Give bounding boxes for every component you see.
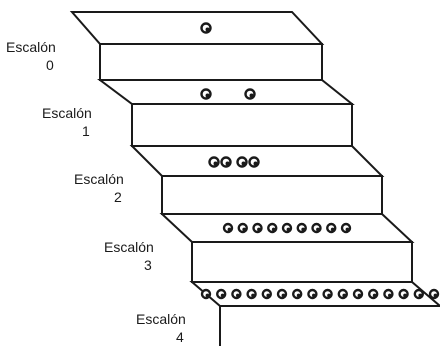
electron-icon: [400, 290, 408, 298]
electron-icon-core: [331, 228, 335, 232]
step-label-4-number: 4: [136, 328, 186, 346]
electron-icon: [202, 24, 211, 33]
electron-icon: [339, 290, 347, 298]
electron-icon-core: [242, 162, 246, 166]
electron-icon: [324, 290, 332, 298]
electron-icon-core: [206, 294, 210, 298]
electron-icon-core: [282, 294, 286, 298]
electron-icon: [238, 158, 247, 167]
step-label-3: Escalón 3: [104, 238, 154, 274]
electron-icon-core: [254, 162, 258, 166]
electron-icon: [210, 158, 219, 167]
electron-icon-core: [358, 294, 362, 298]
electron-icon: [293, 290, 301, 298]
electron-icon: [222, 158, 231, 167]
step-0-tread: [72, 12, 322, 44]
step-2-riser: [162, 176, 382, 214]
electron-icon: [342, 224, 350, 232]
electron-icon-core: [206, 28, 210, 32]
electron-icon-core: [346, 228, 350, 232]
step-label-3-number: 3: [104, 256, 154, 274]
electron-icon: [369, 290, 377, 298]
step-3-riser: [192, 242, 412, 282]
electron-icon: [224, 224, 232, 232]
electron-icon-core: [250, 94, 254, 98]
electron-icon-core: [327, 294, 331, 298]
step-label-4: Escalón 4: [136, 310, 186, 346]
electron-icon: [415, 290, 423, 298]
electron-icon-core: [214, 162, 218, 166]
electron-icon-core: [251, 294, 255, 298]
electron-icon-core: [388, 294, 392, 298]
electron-icon-core: [226, 162, 230, 166]
step-label-2-name: Escalón: [74, 170, 124, 188]
electron-icon-core: [312, 294, 316, 298]
electron-icon-core: [266, 294, 270, 298]
electron-icon-core: [297, 294, 301, 298]
electron-icon-core: [316, 228, 320, 232]
electron-icon-core: [287, 228, 291, 232]
step-label-1-number: 1: [42, 122, 92, 140]
electron-icon: [202, 290, 210, 298]
electron-icon: [354, 290, 362, 298]
step-label-1-name: Escalón: [42, 104, 92, 122]
electron-icon: [283, 224, 291, 232]
electron-icon-core: [257, 228, 261, 232]
electron-icon: [246, 90, 255, 99]
electron-icon-core: [206, 94, 210, 98]
step-1-tread: [100, 80, 352, 104]
electron-icon-core: [272, 228, 276, 232]
step-label-3-name: Escalón: [104, 238, 154, 256]
electron-icon: [278, 290, 286, 298]
electron-icon: [232, 290, 240, 298]
electron-icon: [239, 224, 247, 232]
electron-icon: [298, 224, 306, 232]
electron-icon-core: [418, 294, 422, 298]
electron-icon: [313, 224, 321, 232]
electron-icon-core: [434, 294, 438, 298]
electron-icon: [217, 290, 225, 298]
step-1-riser: [132, 104, 352, 146]
electron-icon-core: [242, 228, 246, 232]
electron-icon-core: [342, 294, 346, 298]
electron-icon-core: [221, 294, 225, 298]
electron-icon: [384, 290, 392, 298]
electron-icon-core: [301, 228, 305, 232]
step-label-2: Escalón 2: [74, 170, 124, 206]
electron-icon-core: [403, 294, 407, 298]
step-label-0: Escalón 0: [6, 38, 56, 74]
electron-icon: [308, 290, 316, 298]
electron-icon: [327, 224, 335, 232]
electron-icon-core: [228, 228, 232, 232]
step-0-riser: [100, 44, 322, 80]
step-label-0-name: Escalón: [6, 38, 56, 56]
electron-icon: [430, 290, 438, 298]
electron-icon-core: [373, 294, 377, 298]
step-label-4-name: Escalón: [136, 310, 186, 328]
electron-icon: [248, 290, 256, 298]
electron-icon: [254, 224, 262, 232]
electron-icon: [202, 90, 211, 99]
electron-icon-core: [236, 294, 240, 298]
electron-icon: [268, 224, 276, 232]
electron-icon: [263, 290, 271, 298]
step-label-2-number: 2: [74, 188, 124, 206]
step-label-0-number: 0: [6, 56, 56, 74]
electron-icon: [250, 158, 259, 167]
step-label-1: Escalón 1: [42, 104, 92, 140]
